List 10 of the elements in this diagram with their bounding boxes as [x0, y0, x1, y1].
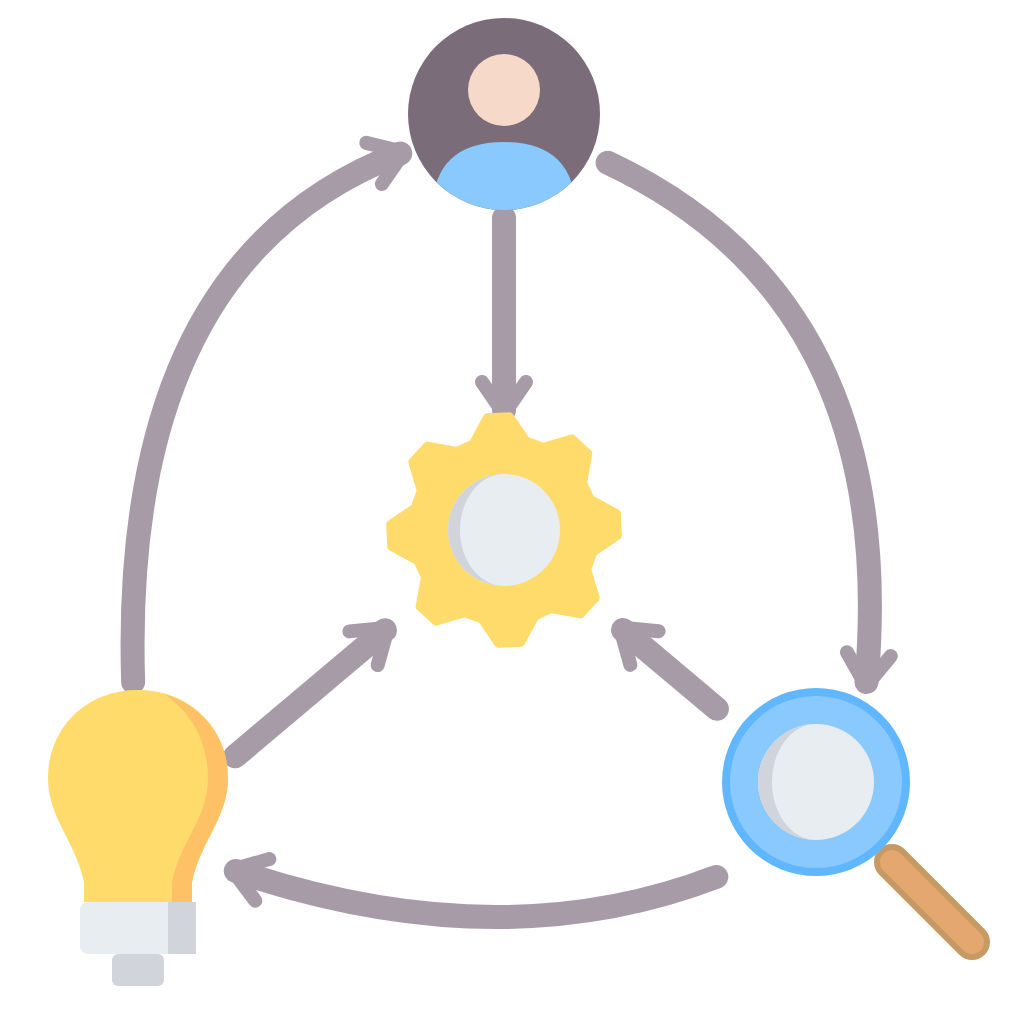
avatar-icon [404, 14, 604, 214]
arrow [595, 150, 897, 694]
search-icon [720, 686, 988, 962]
gear-icon [388, 414, 620, 646]
arrow [121, 137, 413, 694]
arrow [223, 851, 729, 929]
lightbulb-icon [44, 686, 232, 990]
arrow [223, 618, 397, 769]
arrow [475, 206, 533, 422]
arrow [611, 618, 729, 721]
